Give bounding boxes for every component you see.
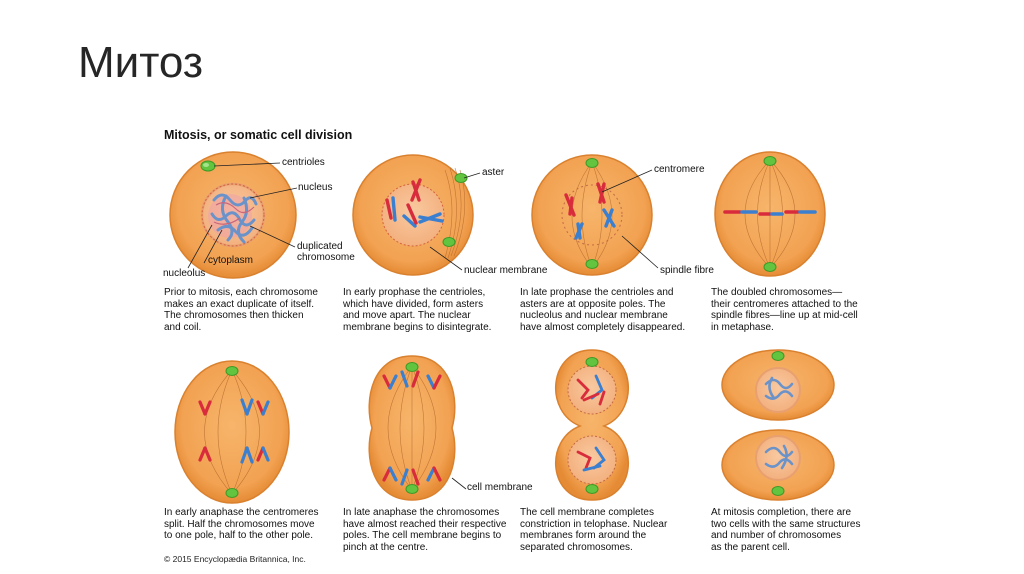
label-nucleus: nucleus [298, 182, 333, 193]
cell-late-prophase [531, 154, 659, 276]
cell-early-anaphase [174, 360, 290, 504]
label-duplicated-line2: chromosome [297, 252, 355, 263]
label-aster: aster [482, 167, 505, 178]
label-nuclear-membrane: nuclear membrane [464, 265, 548, 276]
cell-interphase [169, 151, 298, 279]
copyright: © 2015 Encyclopædia Britannica, Inc. [164, 554, 306, 564]
cell-late-anaphase [368, 355, 467, 501]
cell-telophase [554, 349, 630, 501]
caption-metaphase: The doubled chromosomes—their centromere… [711, 287, 858, 333]
caption-early-prophase: In early prophase the centrioles,which h… [343, 287, 492, 333]
cell-metaphase [714, 151, 826, 277]
centriole-icon [200, 160, 216, 172]
slide-title: Митоз [78, 38, 204, 87]
cell-early-prophase [352, 154, 481, 276]
cell-completion [721, 349, 835, 501]
label-centrioles: centrioles [282, 157, 325, 168]
label-nucleolus: nucleolus [163, 268, 206, 279]
label-cytoplasm: cytoplasm [208, 255, 254, 266]
label-spindle-fibre: spindle fibre [660, 265, 714, 276]
figure-title: Mitosis, or somatic cell division [164, 128, 353, 142]
label-duplicated-line1: duplicated [297, 241, 343, 252]
spindle-fibres [571, 161, 613, 269]
label-cell-membrane: cell membrane [467, 482, 533, 493]
label-centromere: centromere [654, 164, 705, 175]
